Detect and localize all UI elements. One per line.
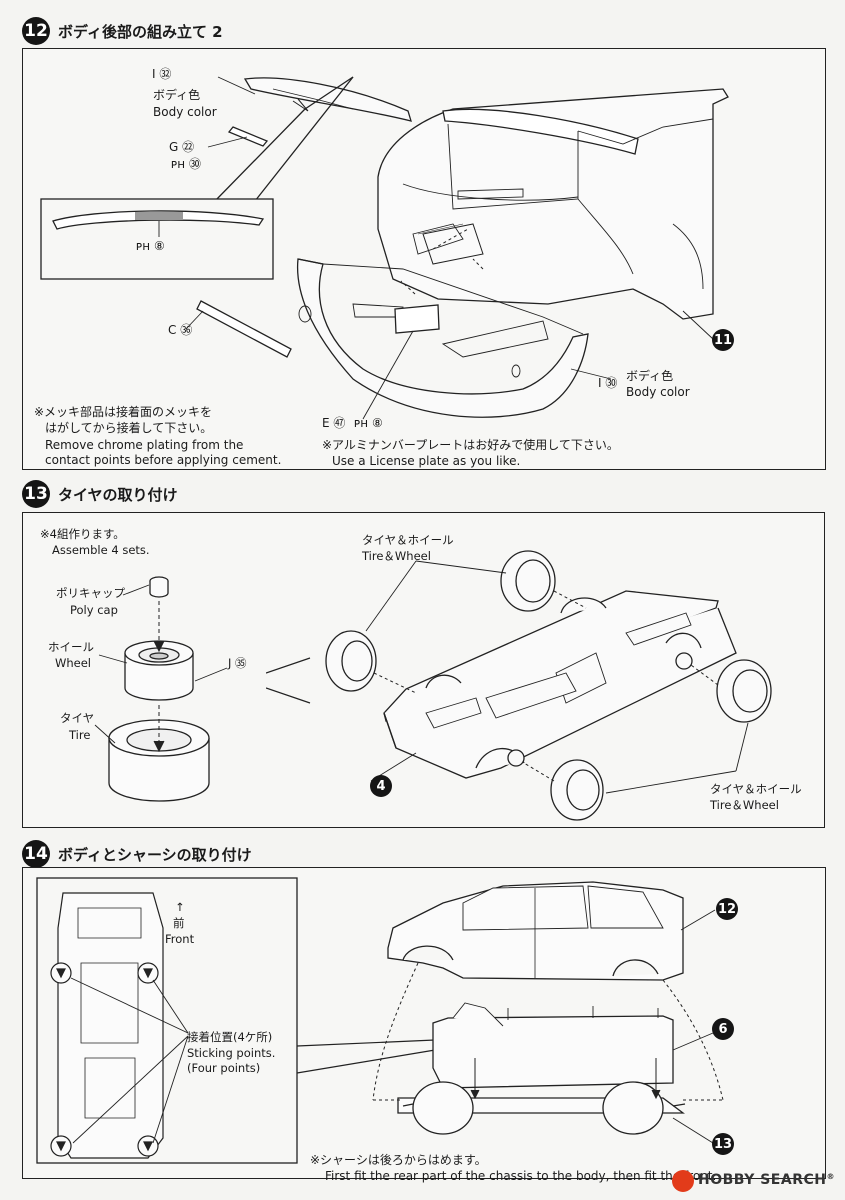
hobby-search-logo xyxy=(672,1170,694,1192)
step-12-title: ボディ後部の組み立て 2 xyxy=(58,23,223,41)
front-en-label: Front xyxy=(165,932,195,946)
body-chassis-illustration xyxy=(36,877,724,1164)
assemble-jp-label: ※4組作ります。 xyxy=(40,527,125,541)
watermark-brand: HOBBY SEARCH xyxy=(698,1172,827,1188)
hobby-search-watermark: HOBBY SEARCH® xyxy=(698,1172,835,1188)
tire-jp-label: タイヤ xyxy=(60,711,95,725)
step-12-reference-badge: 12 xyxy=(716,898,738,920)
watermark-reg-mark: ® xyxy=(826,1172,835,1181)
step-12-panel xyxy=(22,48,826,470)
tire-en-label: Tire xyxy=(69,728,91,742)
part-j35-label: J ㉟ xyxy=(228,656,247,670)
sticking-points-jp-label: 接着位置(4ケ所) xyxy=(187,1030,273,1044)
part-ph30-label: ᴘʜ ㉚ xyxy=(171,157,201,171)
step-14-number: 14 xyxy=(22,840,50,868)
tirewheel-top-en-label: Tire＆Wheel xyxy=(362,549,431,563)
step-12-illustration xyxy=(40,76,729,420)
tirewheel-bottom-en-label: Tire＆Wheel xyxy=(710,798,779,812)
step-13-chassis-panel xyxy=(266,512,825,828)
sticking-points-en-label-2: (Four points) xyxy=(187,1061,261,1075)
polycap-jp-label: ポリキャップ xyxy=(56,586,125,600)
wheel-jp-label: ホイール xyxy=(48,640,94,654)
part-ph8-plate-label: ᴘʜ ⑧ xyxy=(354,416,383,430)
chassis-wheel-illustration xyxy=(266,550,772,821)
sticking-points-en-label-1: Sticking points. xyxy=(187,1046,276,1060)
plate-note-en: Use a License plate as you like. xyxy=(332,454,521,468)
front-arrow: ↑ xyxy=(175,900,185,914)
chrome-note-jp-1: ※メッキ部品は接着面のメッキを xyxy=(34,405,213,419)
body-color-en-label: Body color xyxy=(153,105,217,119)
body-color-jp-label: ボディ色 xyxy=(153,88,201,102)
chrome-note-jp-2: はがしてから接着して下さい。 xyxy=(45,421,213,435)
part-i32-label: I ㉜ xyxy=(152,67,172,81)
chrome-note-en-2: contact points before applying cement. xyxy=(45,453,282,467)
tirewheel-top-jp-label: タイヤ＆ホイール xyxy=(362,533,454,547)
step-13-title: タイヤの取り付け xyxy=(58,486,178,504)
part-g22-label: G ㉒ xyxy=(169,140,195,154)
wheel-assembly-illustration xyxy=(94,576,228,802)
part-i30-label: I ㉚ xyxy=(598,376,618,390)
body-color2-en-label: Body color xyxy=(626,385,690,399)
polycap-en-label: Poly cap xyxy=(70,603,118,617)
chrome-note-en-1: Remove chrome plating from the xyxy=(45,438,244,452)
step-12-number: 12 xyxy=(22,17,50,45)
assemble-en-label: Assemble 4 sets. xyxy=(52,543,150,557)
part-ph8-inset-label: ᴘʜ ⑧ xyxy=(136,239,165,253)
wheel-en-label: Wheel xyxy=(55,656,92,670)
step-13-wheel-panel xyxy=(22,512,268,828)
step-13-reference-badge: 13 xyxy=(712,1133,734,1155)
plate-note-jp: ※アルミナンバープレートはお好みで使用して下さい。 xyxy=(322,438,619,452)
part-e47-label: E ㊼ xyxy=(322,416,346,430)
body-color2-jp-label: ボディ色 xyxy=(626,369,674,383)
chassis-fit-note-en: First fit the rear part of the chassis t… xyxy=(325,1169,717,1183)
step-14-title: ボディとシャーシの取り付け xyxy=(58,846,252,864)
tirewheel-bottom-jp-label: タイヤ＆ホイール xyxy=(710,782,802,796)
part-c36-label: C ㊱ xyxy=(168,323,193,337)
step-14-panel xyxy=(22,867,826,1179)
step-13-number: 13 xyxy=(22,480,50,508)
step-4-reference-badge: 4 xyxy=(370,775,392,797)
front-jp-label: 前 xyxy=(173,916,185,930)
step-11-reference-badge: 11 xyxy=(712,329,734,351)
chassis-fit-note-jp: ※シャーシは後ろからはめます。 xyxy=(310,1153,487,1167)
step-6-reference-badge: 6 xyxy=(712,1018,734,1040)
